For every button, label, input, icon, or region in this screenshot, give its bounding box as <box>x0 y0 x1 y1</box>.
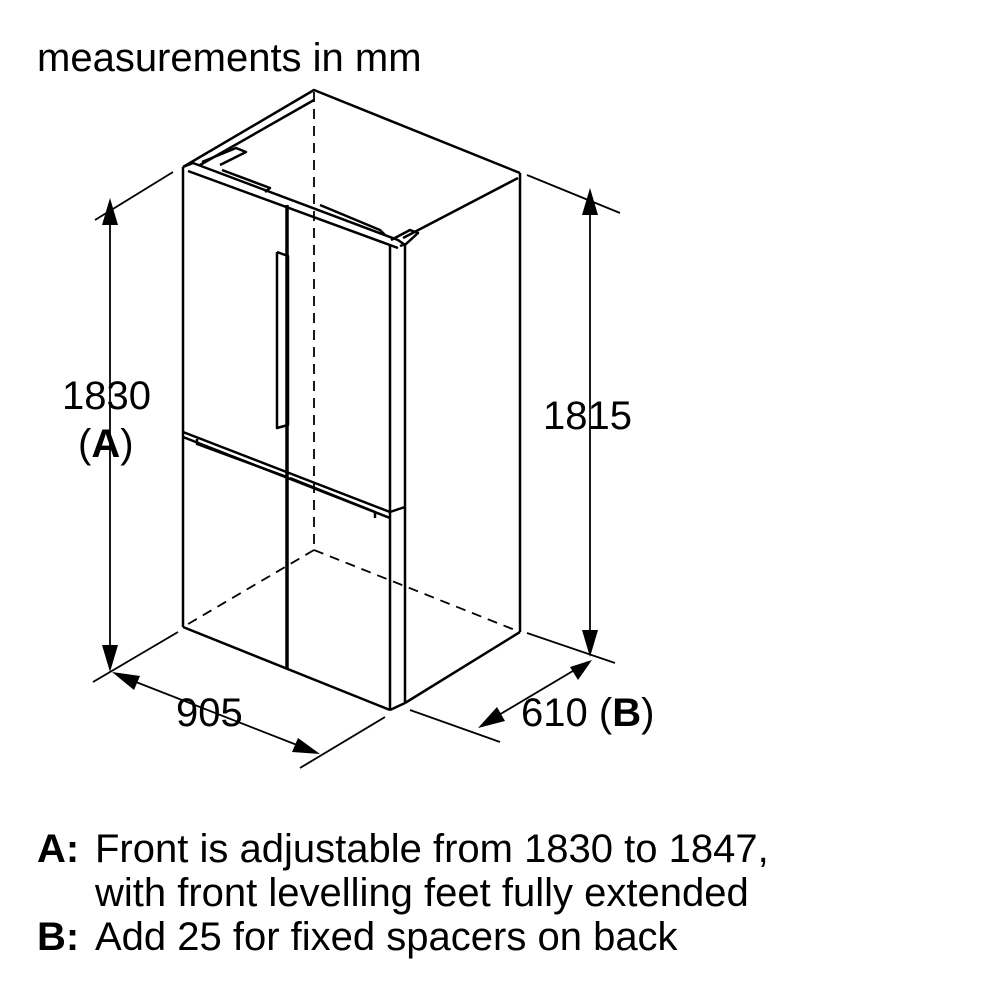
fridge-top <box>182 88 521 250</box>
depth-number: 610 <box>521 691 588 735</box>
dimension-lines <box>92 171 621 769</box>
note-text: Front is adjustable from 1830 to 1847, <box>95 827 769 871</box>
depth-value: 610 (B) <box>521 693 654 733</box>
note-label: B: <box>37 915 80 959</box>
hidden-edges <box>182 92 521 633</box>
paren: ( <box>598 691 613 735</box>
dimension-arrows <box>102 188 598 754</box>
paren: ( <box>78 422 92 466</box>
width-value: 905 <box>176 691 243 735</box>
paren: ) <box>120 422 134 466</box>
fridge-side <box>404 173 522 705</box>
height-front-value: 1830 <box>62 374 151 418</box>
note-label: A: <box>37 827 80 871</box>
height-back-value: 1815 <box>543 394 632 438</box>
fridge-front <box>181 167 407 712</box>
paren: ) <box>641 691 655 735</box>
note-text: with front levelling feet fully extended <box>95 871 749 915</box>
note-text: Add 25 for fixed spacers on back <box>95 915 678 959</box>
diagram-title: measurements in mm <box>37 36 422 80</box>
note-letter-a: A <box>91 422 121 466</box>
note-letter-b: B <box>612 691 642 735</box>
height-front-note: (A) <box>78 424 134 464</box>
